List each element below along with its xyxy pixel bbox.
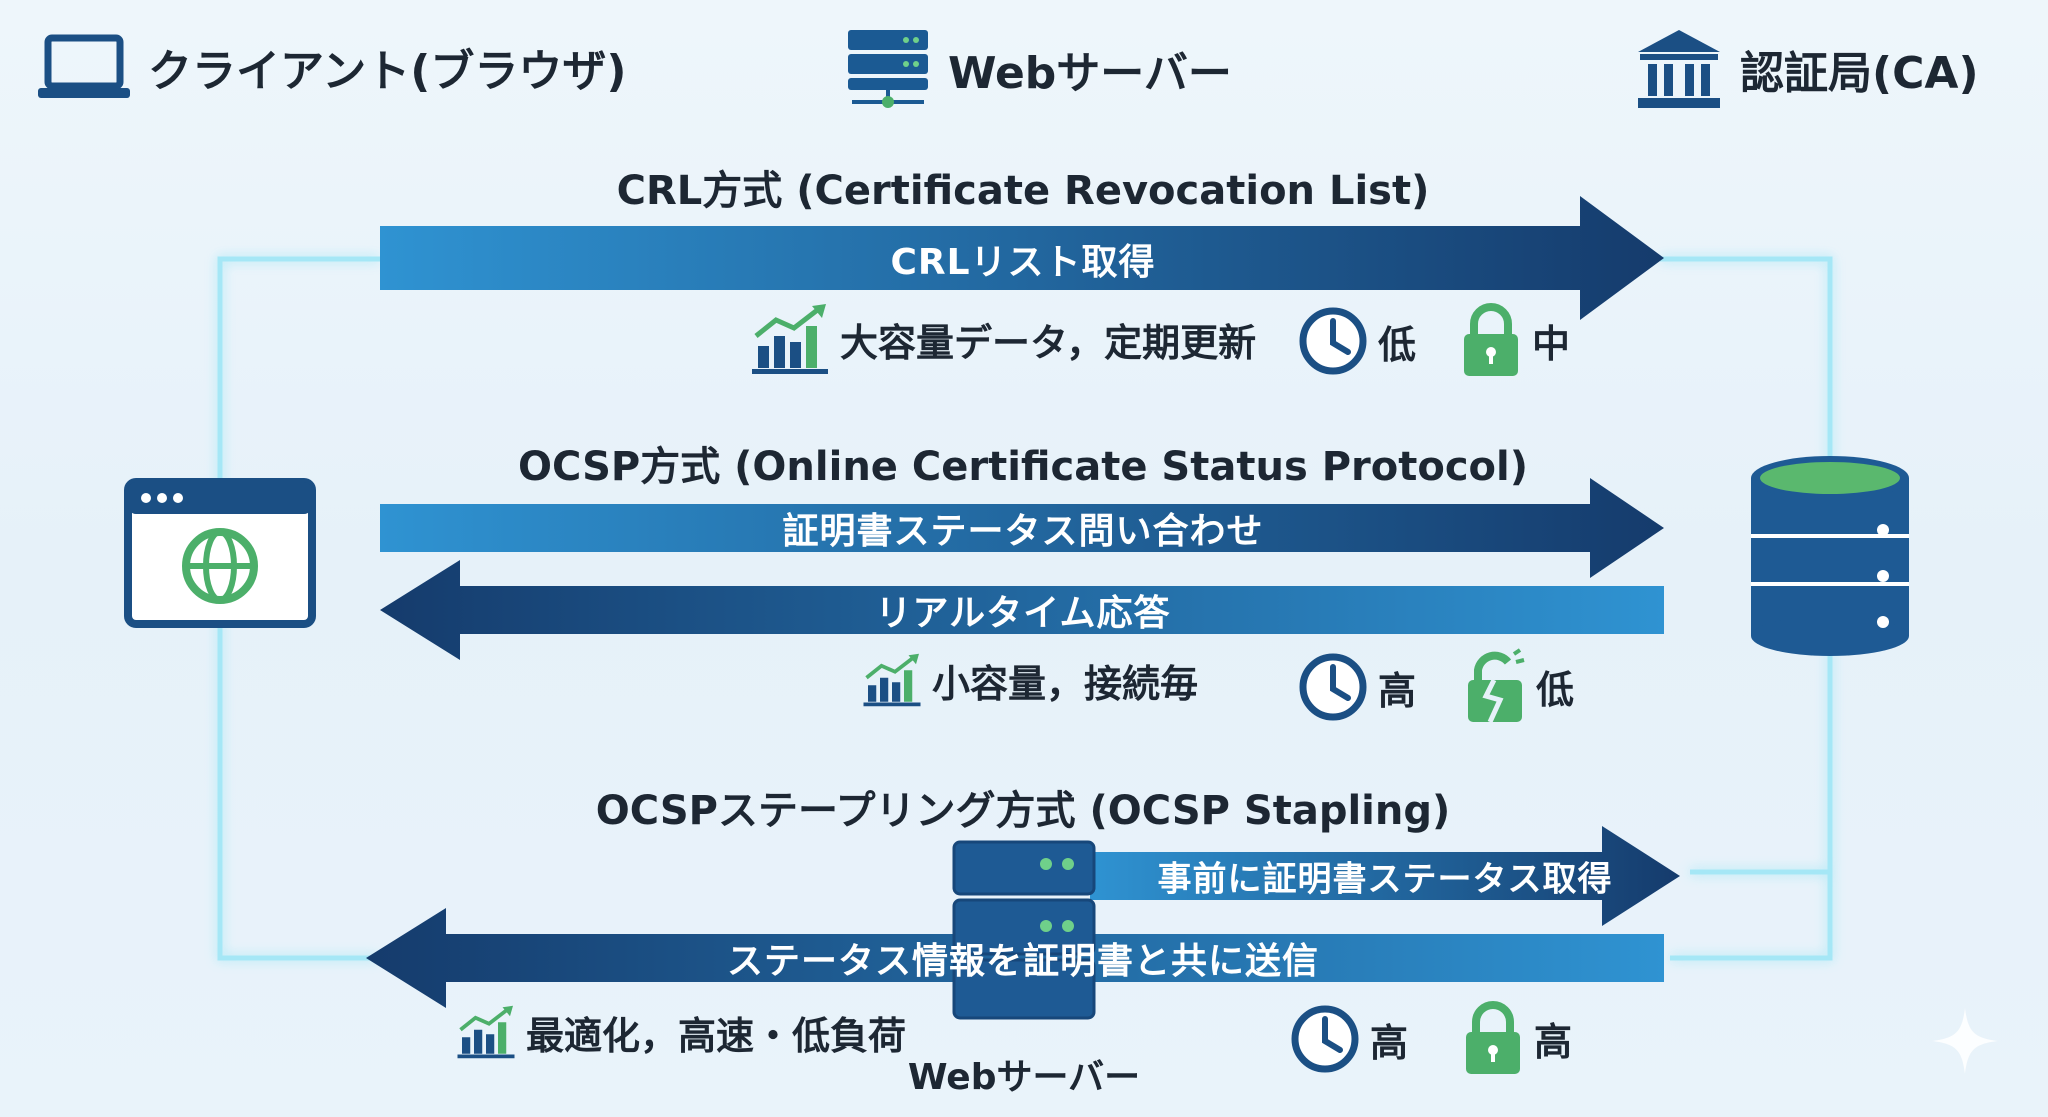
ca-header: 認証局(CA) (1636, 28, 1979, 110)
stapling-title: OCSPステープリング方式 (OCSP Stapling) (595, 788, 1451, 834)
server-icon (846, 28, 930, 110)
crl-arrow-label: CRLリスト取得 (890, 242, 1156, 283)
ocsp-time-info: 高 (1298, 652, 1416, 722)
ocsp-title: OCSP方式 (Online Certificate Status Protoc… (518, 444, 1528, 490)
stapling-send-label: ステータス情報を証明書と共に送信 (726, 941, 1320, 982)
crl-title: CRL方式 (Certificate Revocation List) (616, 168, 1430, 214)
ocsp-time-label: 高 (1378, 668, 1417, 713)
clock-icon (1290, 1004, 1360, 1074)
padlock-icon (1460, 302, 1522, 378)
stapling-data-info: 最適化，高速・低負荷 (456, 1004, 906, 1060)
ocsp-request-label: 証明書ステータス問い合わせ (782, 511, 1264, 552)
ocsp-data-info: 小容量，接続毎 (862, 652, 1198, 708)
clock-icon (1298, 306, 1368, 376)
client-header: クライアント(ブラウザ) (38, 34, 626, 100)
crl-security-label: 中 (1532, 321, 1571, 366)
bar-chart-icon (750, 302, 830, 376)
crl-time-info: 低 (1298, 306, 1416, 376)
stapling-fetch-arrow (1090, 826, 1680, 926)
database-icon (1745, 452, 1915, 660)
server-icon (952, 840, 1096, 1022)
bank-icon (1636, 28, 1722, 110)
stapling-security-info: 高 (1462, 1000, 1572, 1076)
server-header: Webサーバー (846, 28, 1232, 110)
crl-data-info: 大容量データ，定期更新 (750, 302, 1256, 376)
crl-time-label: 低 (1378, 322, 1417, 367)
crl-security-info: 中 (1460, 302, 1570, 378)
stapling-time-label: 高 (1370, 1020, 1409, 1065)
client-label: クライアント(ブラウザ) (148, 46, 627, 97)
ocsp-response-arrow (380, 560, 1664, 660)
stapling-send-arrow (366, 908, 1664, 1008)
sparkle-icon (1932, 1008, 1998, 1074)
ocsp-request-arrow (380, 478, 1664, 578)
stapling-security-label: 高 (1534, 1019, 1573, 1064)
bar-chart-icon (862, 652, 922, 708)
clock-icon (1298, 652, 1368, 722)
stapling-data-label: 最適化，高速・低負荷 (526, 1013, 907, 1058)
stapling-time-info: 高 (1290, 1004, 1408, 1074)
server-label: Webサーバー (948, 48, 1232, 99)
broken-padlock-icon (1464, 648, 1526, 724)
laptop-icon (38, 34, 130, 100)
crl-arrow (380, 196, 1664, 320)
ca-label: 認証局(CA) (1740, 48, 1979, 99)
bar-chart-icon (456, 1004, 516, 1060)
ocsp-response-label: リアルタイム応答 (875, 593, 1171, 634)
padlock-icon (1462, 1000, 1524, 1076)
stapling-fetch-label: 事前に証明書ステータス取得 (1157, 859, 1613, 900)
ocsp-security-label: 低 (1536, 667, 1575, 712)
ocsp-data-label: 小容量，接続毎 (932, 661, 1199, 706)
ocsp-security-info: 低 (1464, 648, 1574, 724)
browser-window-globe-icon (124, 478, 316, 628)
crl-data-label: 大容量データ，定期更新 (840, 320, 1257, 365)
stapling-server-label: Webサーバー (907, 1057, 1141, 1098)
